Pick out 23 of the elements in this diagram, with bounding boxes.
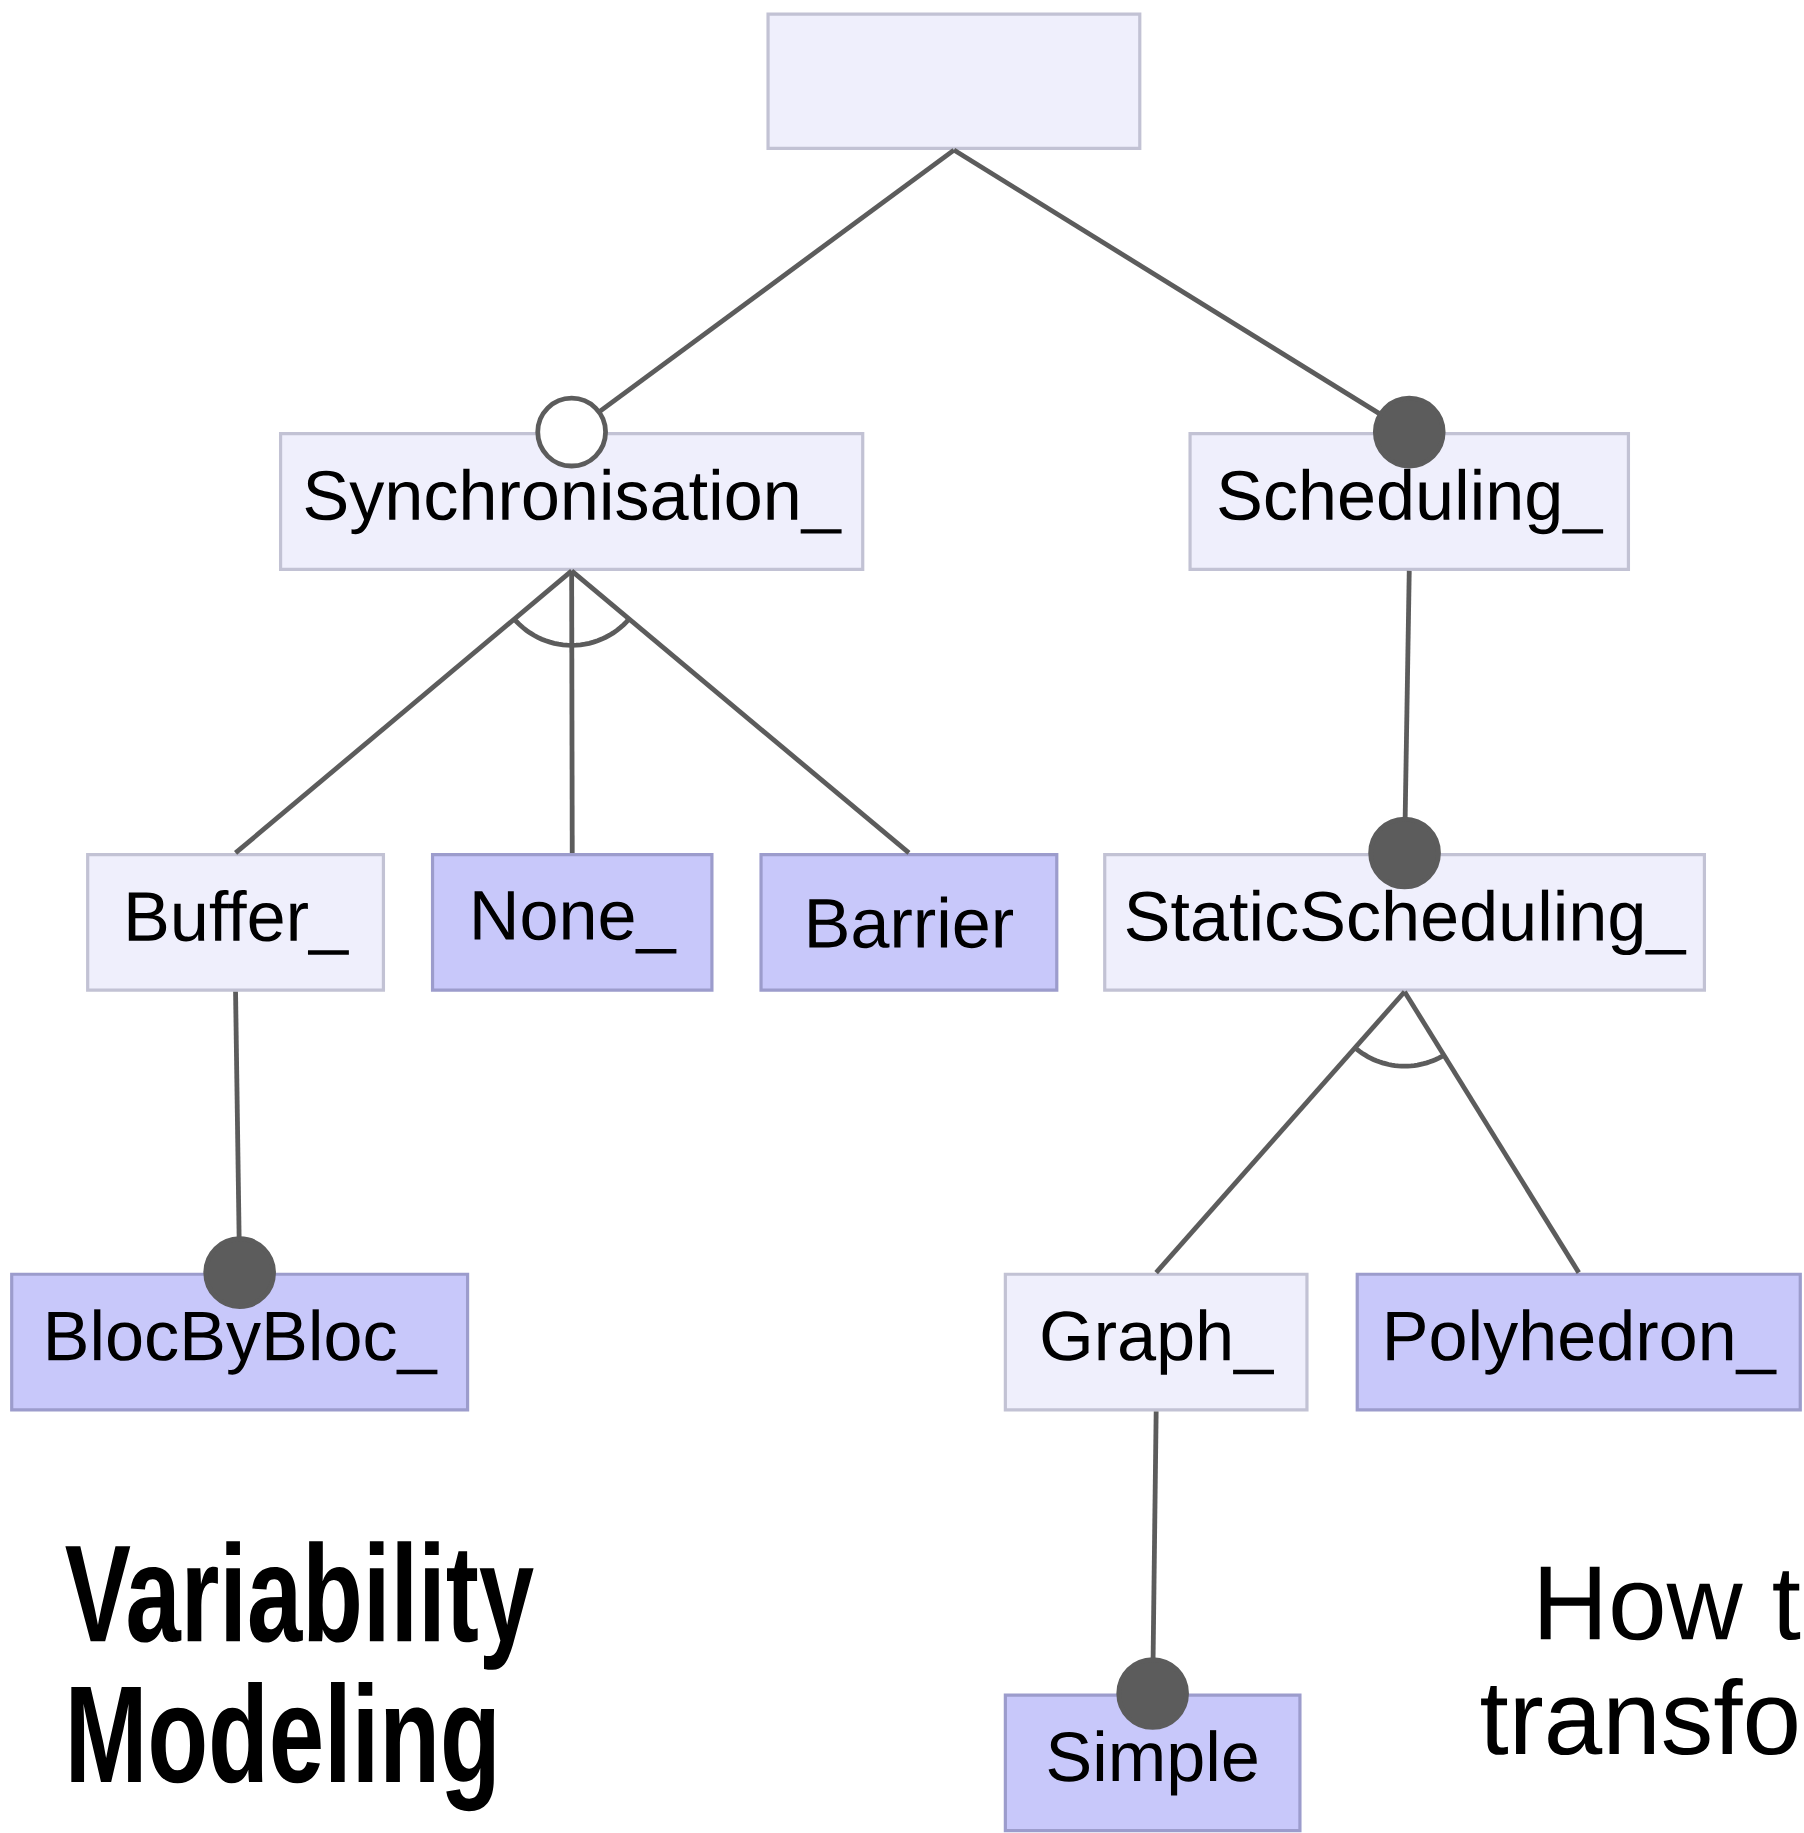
feature-box: Buffer_ [86, 852, 386, 992]
feature-box: Polyhedron_ [1355, 1272, 1802, 1412]
feature-box: Simple [1003, 1693, 1302, 1833]
feature-box: Synchronisation_ [279, 432, 865, 571]
connector [535, 148, 956, 469]
text-fragment: How t [1540, 1566, 1801, 1641]
connector [234, 569, 574, 855]
feature-box: BlocByBloc_ [10, 1272, 470, 1412]
connector [1116, 1411, 1190, 1730]
connector [570, 569, 911, 855]
title: Variability Modeling [65, 1541, 534, 1812]
connector [1402, 990, 1581, 1274]
feature-box [766, 12, 1142, 151]
text-fragment: transfo [1481, 1677, 1797, 1756]
connector [1154, 990, 1407, 1275]
connector [203, 991, 277, 1309]
feature-box: Barrier [759, 852, 1059, 992]
connector [952, 148, 1446, 469]
feature-box: Scheduling_ [1188, 432, 1631, 571]
feature-box: None_ [431, 852, 714, 992]
feature-box: StaticScheduling_ [1103, 852, 1707, 992]
feature-box: Graph_ [1003, 1272, 1309, 1412]
connector [1368, 570, 1441, 890]
